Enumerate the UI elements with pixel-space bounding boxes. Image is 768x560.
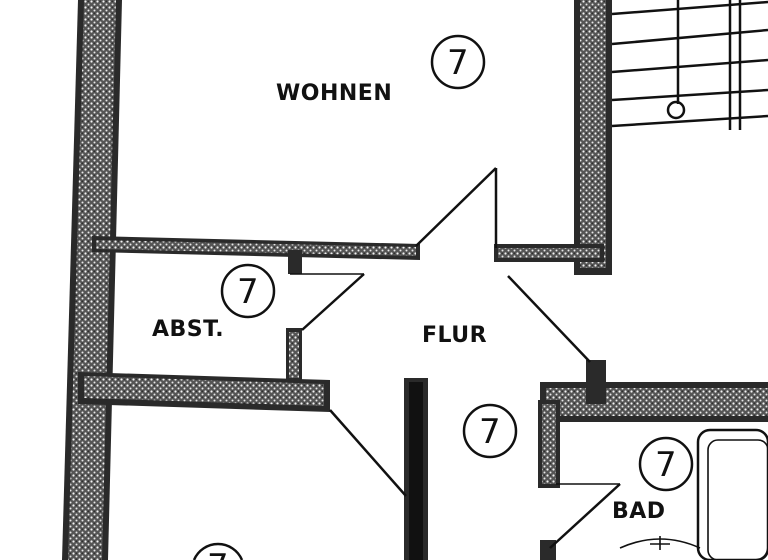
wall-right-stair [574, 0, 612, 275]
fixture-mark [619, 536, 701, 550]
wall-flur-partition [404, 378, 428, 560]
marker-bad-text: 7 [655, 445, 677, 485]
marker-flur: 7 [462, 403, 518, 459]
marker-bad: 7 [638, 436, 694, 492]
marker-abst: 7 [220, 263, 276, 319]
room-label-abst: ABST. [152, 317, 224, 342]
marker-bottom: 7 [192, 542, 244, 560]
marker-abst-text: 7 [237, 272, 259, 312]
wall-abst-bottom [78, 372, 330, 412]
room-label-flur: FLUR [422, 323, 487, 348]
wall-bad [538, 360, 768, 560]
staircase [611, 0, 768, 130]
marker-bottom-text: 7 [207, 547, 229, 560]
bathtub [696, 428, 768, 560]
abst-door-posts [286, 250, 302, 380]
marker-wohnen-text: 7 [447, 43, 469, 83]
door-swings [290, 167, 621, 549]
room-label-wohnen: WOHNEN [276, 81, 392, 106]
wall-wohnen-abst [92, 236, 420, 260]
exterior-wall-left [62, 0, 122, 560]
room-label-bad: BAD [612, 499, 666, 524]
wall-wohnen-right [494, 244, 604, 262]
marker-wohnen: 7 [430, 34, 486, 90]
marker-flur-text: 7 [479, 412, 501, 452]
